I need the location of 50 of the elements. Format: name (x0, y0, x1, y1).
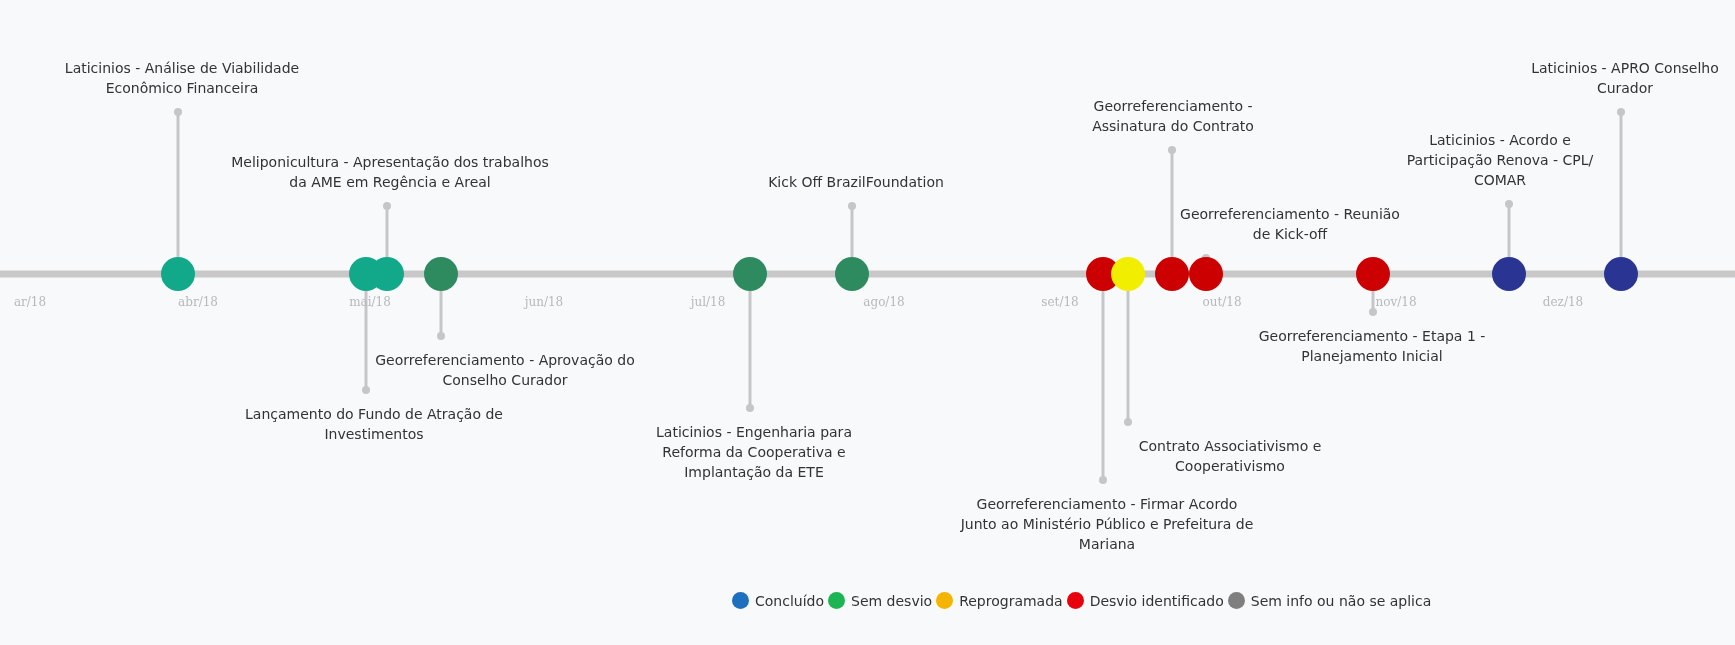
event-label: Laticinios - Acordo e Participação Renova - CPL/ COMAR (1385, 130, 1615, 190)
event-dot (424, 257, 458, 291)
event-label: Georreferenciamento - Firmar Acordo Junto ao Ministério Público e Prefeitura de Mariana (957, 494, 1257, 554)
event-label: Laticinios - APRO Conselho Curador (1525, 58, 1725, 98)
axis-tick-label: jul/18 (690, 295, 726, 309)
legend-label: Desvio identificado (1089, 592, 1224, 609)
legend-label: Sem desvio (851, 592, 933, 609)
event-label: Georreferenciamento - Assinatura do Contrato (1058, 96, 1288, 136)
leader-line (1099, 291, 1107, 484)
event-dot (733, 257, 767, 291)
axis-tick-label: jun/18 (524, 295, 564, 309)
leader-line (383, 202, 391, 257)
event-dot (1356, 257, 1390, 291)
event-dot (1155, 257, 1189, 291)
event-dot (161, 257, 195, 291)
event-label: Meliponicultura - Apresentação dos trabalhos da AME em Regência e Areal (225, 152, 555, 192)
leader-line (174, 108, 182, 257)
leader-line (1168, 146, 1176, 257)
axis-tick-label: nov/18 (1375, 295, 1417, 309)
event-label: Laticinios - Análise de Viabilidade Econômico Financeira (32, 58, 332, 98)
event-label: Georreferenciamento - Reunião de Kick-off (1180, 204, 1400, 244)
leader-line (362, 291, 370, 394)
event-label: Contrato Associativismo e Cooperativismo (1115, 436, 1345, 476)
event-label: Kick Off BrazilFoundation (736, 172, 976, 192)
event-label: Georreferenciamento - Etapa 1 - Planejamento Inicial (1232, 326, 1512, 366)
event-label: Lançamento do Fundo de Atração de Investimentos (234, 404, 514, 444)
axis-tick-label: dez/18 (1542, 295, 1584, 309)
event-dot (1189, 257, 1223, 291)
event-dot (1492, 257, 1526, 291)
legend-label: Concluído (755, 592, 824, 609)
axis-tick-label: mai/18 (349, 295, 391, 309)
axis-tick-label: out/18 (1202, 295, 1242, 309)
event-dot (1111, 257, 1145, 291)
axis-tick-label: ago/18 (863, 295, 905, 309)
leader-line (437, 291, 445, 340)
leader-line (746, 291, 754, 412)
event-dot (1604, 257, 1638, 291)
leader-line (1617, 108, 1625, 257)
event-dot (835, 257, 869, 291)
leader-line (1505, 200, 1513, 257)
event-label: Laticinios - Engenharia para Reforma da Cooperativa e Implantação da ETE (629, 422, 879, 482)
legend-label: Sem info ou não se aplica (1250, 592, 1432, 609)
leader-line (1124, 291, 1132, 426)
leader-line (1369, 291, 1377, 316)
axis-tick-label: abr/18 (178, 295, 218, 309)
leader-line (848, 202, 856, 257)
axis-tick-label: set/18 (1041, 295, 1079, 309)
event-label: Georreferenciamento - Aprovação do Conselho Curador (375, 350, 635, 390)
axis-tick-label: ar/18 (13, 295, 47, 309)
legend-label: Reprogramada (959, 592, 1063, 609)
